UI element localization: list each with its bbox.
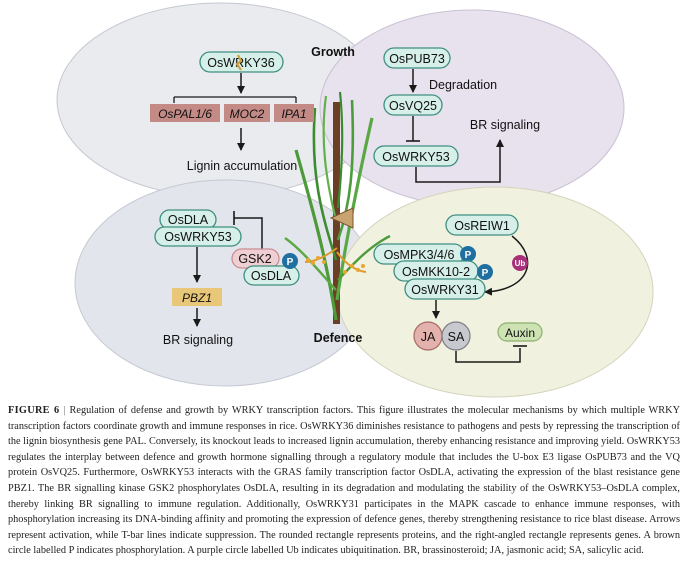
protein-ospub73-label: OsPUB73 (389, 52, 445, 66)
hormone-auxin-label: Auxin (505, 326, 535, 340)
protein-osreiw1-label: OsREIW1 (454, 219, 510, 233)
defence-label: Defence (314, 331, 363, 345)
ubiquitin-badge-label: Ub (515, 259, 526, 268)
protein-osvq25 (383, 94, 443, 116)
ubiquitin-badge (512, 255, 528, 271)
phospho-badge-osdla (282, 253, 298, 269)
protein-osmkk102-label: OsMKK10-2 (402, 265, 470, 279)
hormone-ja-label: JA (421, 330, 436, 344)
tbar-gsk2-osdla (234, 217, 263, 254)
arrow-reiw1-wrky31 (484, 235, 529, 296)
gene-moc2-label: MOC2 (230, 107, 265, 121)
phospho-badge-osdla-label: P (287, 257, 294, 268)
gene-ospal (150, 104, 220, 122)
gene-moc2 (224, 104, 270, 122)
protein-oswrky53-bottom (154, 226, 242, 247)
protein-osdla-bottom-label: OsDLA (251, 269, 292, 283)
protein-oswrky36 (199, 51, 284, 73)
gene-ipa1 (274, 104, 314, 122)
protein-osmpk346-label: OsMPK3/4/6 (384, 248, 455, 262)
gene-ipa1-label: IPA1 (281, 107, 306, 121)
protein-oswrky53-top-label: OsWRKY53 (382, 150, 449, 164)
protein-oswrky36-label: OsWRKY36 (207, 56, 274, 70)
protein-osvq25-label: OsVQ25 (389, 99, 437, 113)
br-signaling-bottom-label: BR signaling (163, 333, 233, 347)
br-signaling-top-label: BR signaling (470, 118, 540, 132)
protein-ospub73 (383, 47, 451, 69)
protein-osdla-bottom (243, 265, 300, 286)
hormone-sa-label: SA (448, 330, 465, 344)
degradation-label: Degradation (429, 78, 497, 92)
protein-oswrky31-label: OsWRKY31 (411, 283, 478, 297)
protein-oswrky31 (404, 278, 486, 300)
hormone-auxin (497, 322, 543, 342)
protein-osreiw1 (445, 214, 519, 236)
gene-pbz1 (172, 288, 222, 306)
figure-label: FIGURE 6 (8, 405, 60, 416)
figure-caption: FIGURE 6|Regulation of defense and growt… (8, 403, 680, 559)
growth-panel-right (319, 9, 625, 207)
protein-gsk2-label: GSK2 (238, 252, 271, 266)
protein-osdla-top-label: OsDLA (168, 213, 209, 227)
arrow-wrky53-br (415, 139, 504, 183)
lignin-accumulation-label: Lignin accumulation (187, 159, 298, 173)
rice-plant-icon (284, 91, 391, 324)
gene-break-icon (235, 54, 243, 71)
gene-ospal-label: OsPAL1/6 (158, 107, 212, 121)
protein-oswrky53-bottom-label: OsWRKY53 (164, 230, 231, 244)
wrky-regulation-diagram: Growth Defence OsWRKY36 OsPAL1/6 MOC2 IP… (56, 2, 654, 398)
phospho-badge-mpk (460, 246, 476, 262)
tbar-sa-auxin (455, 348, 521, 363)
phospho-badge-mpk-label: P (465, 250, 472, 261)
hormone-sa (441, 321, 471, 351)
protein-oswrky53-top (373, 145, 459, 167)
phospho-badge-mkk (477, 264, 493, 280)
phospho-badge-mkk-label: P (482, 268, 489, 279)
gene-pbz1-label: PBZ1 (182, 291, 212, 305)
caption-separator: | (63, 405, 66, 416)
growth-label: Growth (311, 45, 355, 59)
caption-text: Regulation of defense and growth by WRKY… (8, 405, 681, 557)
